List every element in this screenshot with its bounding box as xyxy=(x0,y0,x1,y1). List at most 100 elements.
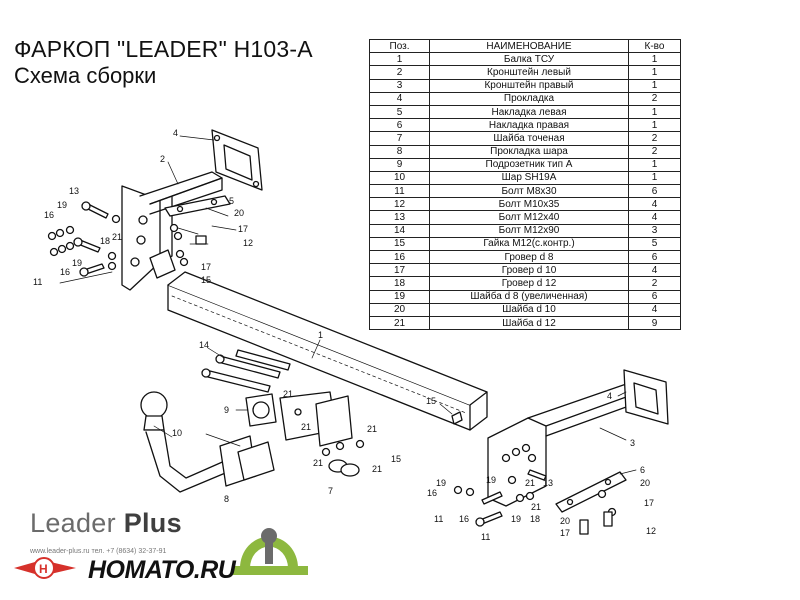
homato-emblem-icon: H xyxy=(14,557,76,579)
callout-21-center-c: 21 xyxy=(313,458,323,468)
callout-16-left-b: 16 xyxy=(60,267,70,277)
callout-7: 7 xyxy=(328,486,333,496)
brand-name: Leader Plus xyxy=(30,508,182,539)
callout-12-left: 12 xyxy=(243,238,253,248)
towbar-beam xyxy=(167,271,488,431)
brand-bold: Plus xyxy=(123,508,182,538)
callout-20-left: 20 xyxy=(234,208,244,218)
left-gasket xyxy=(211,129,263,191)
right-bracket xyxy=(487,381,641,507)
cell-name: Прокладка xyxy=(429,91,629,106)
cell-pos: 21 xyxy=(369,315,430,331)
callout-5: 5 xyxy=(229,196,234,206)
callout-18-left: 18 xyxy=(100,236,110,246)
brand-contacts: www.leader-plus.ru тел. +7 (8634) 32-37-… xyxy=(30,548,167,555)
turned-washers xyxy=(321,439,365,477)
left-hardware xyxy=(47,201,207,277)
ball-plates xyxy=(219,435,275,487)
callout-19-left-b: 19 xyxy=(72,258,82,268)
cell-qty: 4 xyxy=(628,197,681,212)
page-subtitle: Схема сборки xyxy=(14,63,157,88)
callout-17-left-a: 17 xyxy=(238,224,248,234)
cell-qty: 2 xyxy=(628,91,681,106)
cell-name: Шайба d 12 xyxy=(429,315,629,331)
callout-17-right-a: 17 xyxy=(644,498,654,508)
callout-3: 3 xyxy=(630,438,635,448)
callout-8: 8 xyxy=(224,494,229,504)
callout-16-right-a: 16 xyxy=(427,488,437,498)
cell-qty: 1 xyxy=(628,52,681,67)
right-plate xyxy=(555,471,627,513)
center-mount xyxy=(201,349,353,447)
left-bracket xyxy=(121,171,223,291)
callout-21-center-e: 21 xyxy=(372,464,382,474)
callout-19-left-a: 19 xyxy=(57,200,67,210)
callout-14: 14 xyxy=(199,340,209,350)
cell-qty: 9 xyxy=(628,315,681,331)
callout-15-center: 15 xyxy=(391,454,401,464)
cell-name: Балка ТСУ xyxy=(429,52,629,67)
callout-17-left-b: 17 xyxy=(201,262,211,272)
left-plate xyxy=(164,195,231,217)
callout-16-right-b: 16 xyxy=(459,514,469,524)
shop-name: HOMATO.RU xyxy=(88,556,236,584)
page-title: ФАРКОП "LEADER" H103-A xyxy=(14,36,313,62)
callout-10: 10 xyxy=(172,428,182,438)
cell-name: Накладка левая xyxy=(429,104,629,120)
callout-21-center-d: 21 xyxy=(367,424,377,434)
callout-18-right: 18 xyxy=(530,514,540,524)
callout-6: 6 xyxy=(640,465,645,475)
right-gasket xyxy=(623,369,669,425)
callout-20-right-b: 20 xyxy=(560,516,570,526)
cell-qty: 5 xyxy=(628,236,681,252)
callout-4-right: 4 xyxy=(607,391,612,401)
cell-qty: 1 xyxy=(628,65,681,80)
callout-16-left-a: 16 xyxy=(44,210,54,220)
leader-lines xyxy=(59,135,637,475)
cell-name: Кронштейн левый xyxy=(429,65,629,80)
callout-11-right-b: 11 xyxy=(481,532,490,542)
cell-qty: 1 xyxy=(628,78,681,93)
callout-11-left: 11 xyxy=(33,277,42,287)
callout-15-left: 15 xyxy=(201,275,211,285)
callout-19-right-a: 19 xyxy=(486,475,496,485)
socket-box xyxy=(245,393,277,427)
svg-text:H: H xyxy=(39,562,48,576)
callout-12-right: 12 xyxy=(646,526,656,536)
callout-9: 9 xyxy=(224,405,229,415)
callout-17-right-b: 17 xyxy=(560,528,570,538)
callout-13-left: 13 xyxy=(69,186,79,196)
callout-numbers: 4 2 13 19 16 5 20 17 12 21 18 19 16 11 1… xyxy=(33,128,656,542)
callout-21-left: 21 xyxy=(112,232,122,242)
callout-19-right-c: 19 xyxy=(511,514,521,524)
callout-21-right-b: 21 xyxy=(531,502,541,512)
callout-11-right-a: 11 xyxy=(434,514,443,524)
callout-13-right: 13 xyxy=(543,478,553,488)
callout-15-right: 15 xyxy=(426,396,436,406)
callout-21-center-b: 21 xyxy=(301,422,311,432)
right-hardware xyxy=(451,411,617,535)
cell-qty: 1 xyxy=(628,104,681,120)
leader-plus-logo-icon xyxy=(232,528,308,575)
callout-21-right-a: 21 xyxy=(525,478,535,488)
callout-1: 1 xyxy=(318,330,323,340)
brand-regular: Leader xyxy=(30,508,116,538)
callout-4-left: 4 xyxy=(173,128,178,138)
callout-19-right-b: 19 xyxy=(436,478,446,488)
